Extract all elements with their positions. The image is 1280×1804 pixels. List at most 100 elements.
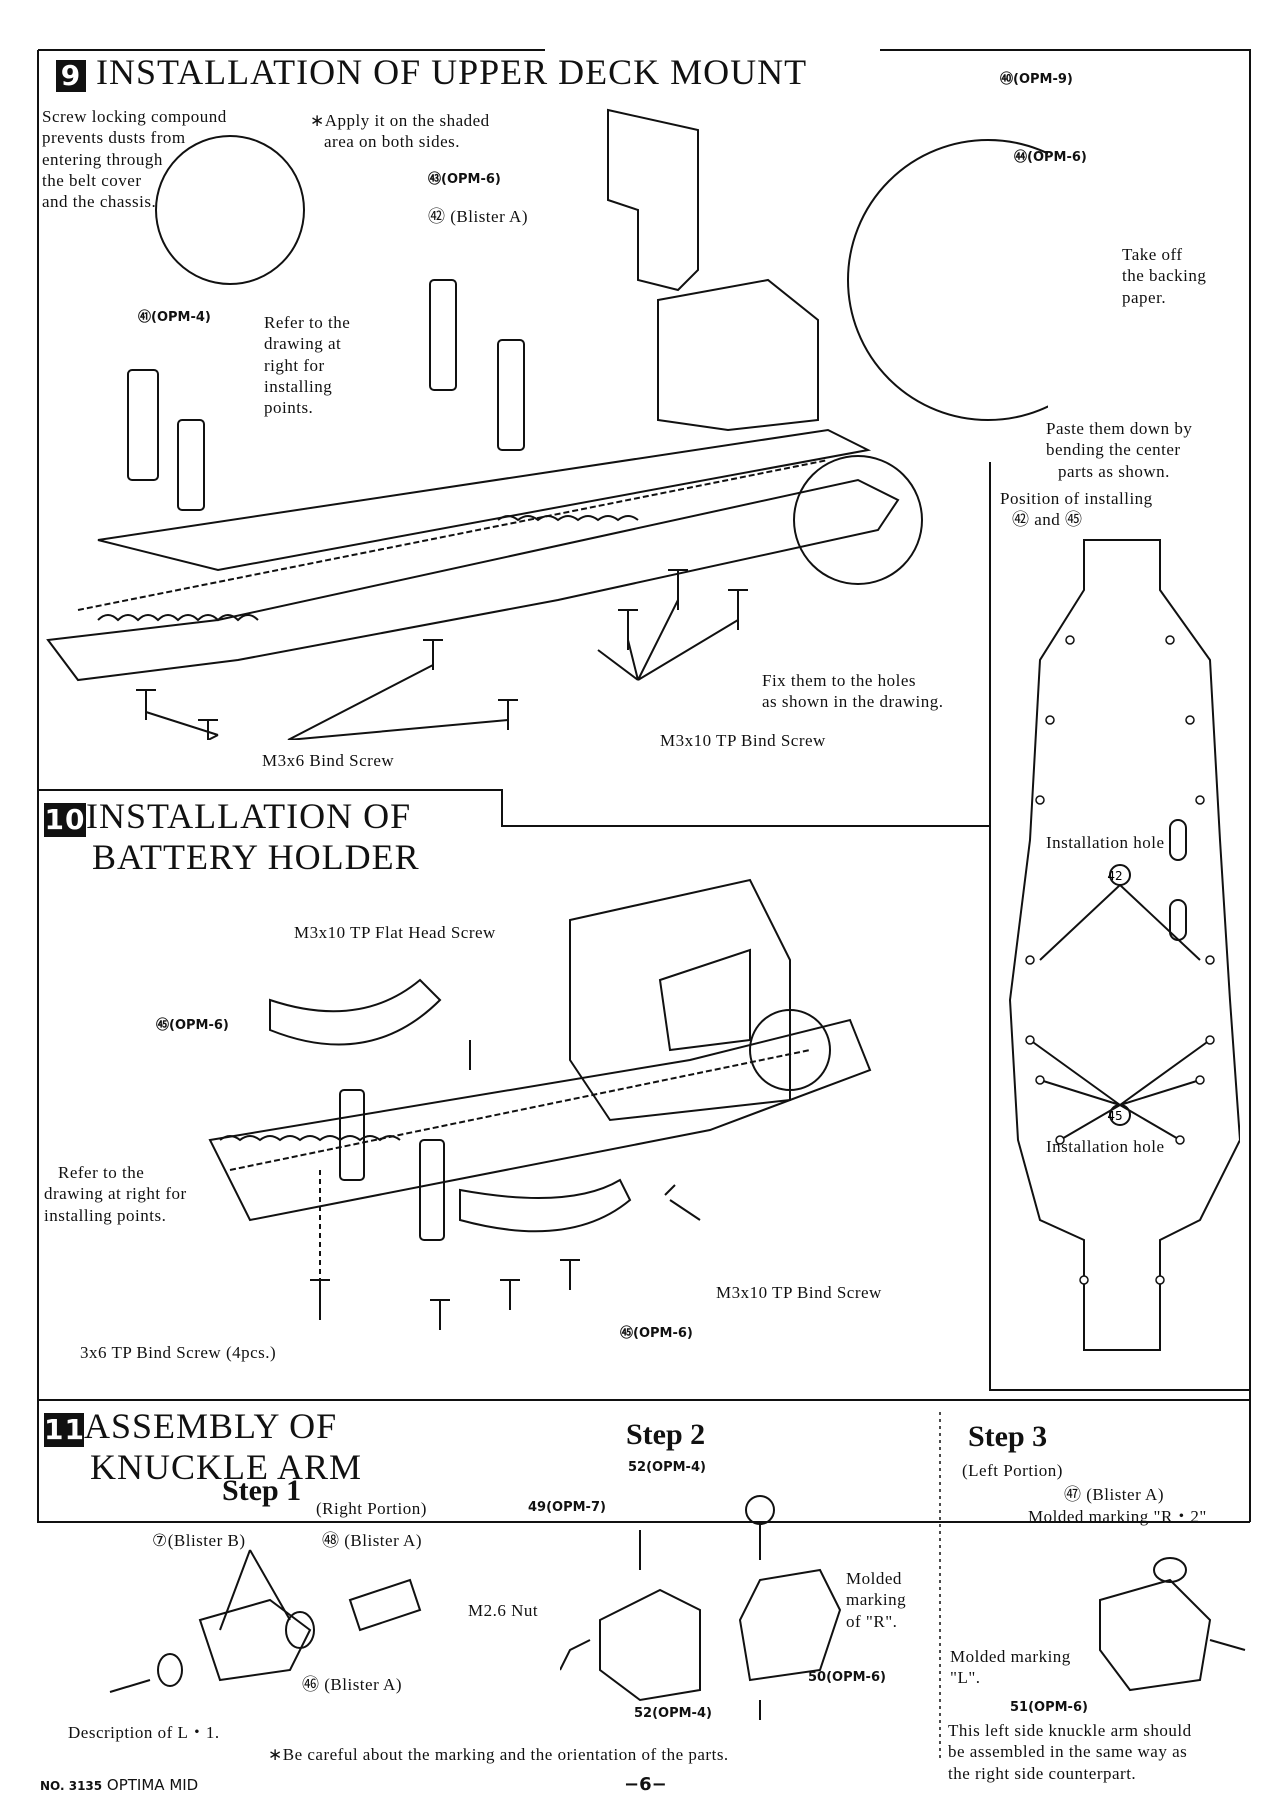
refer-note-9: Refer to the drawing at right for instal… — [264, 312, 350, 418]
left-side-note: This left side knuckle arm should be ass… — [948, 1720, 1192, 1784]
part-47-label: ㊼ (Blister A) — [1064, 1485, 1164, 1504]
section-11-title-line1: ASSEMBLY OF — [84, 1406, 338, 1446]
left-note-line: This left side knuckle arm should — [948, 1721, 1192, 1740]
part-44-label: ㊹(OPM-6) — [1014, 150, 1087, 165]
refer-line: drawing at — [264, 334, 342, 354]
compound-note-line: Screw locking compound — [42, 107, 227, 126]
careful-note: ∗Be careful about the marking and the or… — [268, 1745, 729, 1764]
fix-note: Fix them to the holes as shown in the dr… — [762, 670, 944, 713]
refer-line: drawing at right for — [44, 1184, 187, 1204]
left-portion-label: (Left Portion) — [962, 1461, 1063, 1480]
section-9-title: INSTALLATION OF UPPER DECK MOUNT — [96, 52, 808, 92]
chassis-mark-42: 42 — [1107, 869, 1122, 883]
step-1-illustration — [109, 1549, 422, 1693]
refer-note-10: Refer to the drawing at right for instal… — [44, 1162, 187, 1226]
chassis-mark-45: 45 — [1107, 1109, 1122, 1123]
footer-number: NO. 3135 — [40, 1779, 103, 1793]
part-45-label-b: ㊺(OPM-6) — [620, 1326, 693, 1341]
section-11-title-line2: KNUCKLE ARM — [90, 1447, 363, 1488]
right-portion-label: (Right Portion) — [316, 1499, 427, 1518]
apply-note: ∗Apply it on the shaded area on both sid… — [310, 110, 490, 153]
part-49-label: 49(OPM-7) — [528, 1500, 606, 1515]
installation-hole-42-label: Installation hole — [1046, 833, 1165, 852]
backing-line: the backing — [1122, 266, 1207, 286]
step-2-title: Step 2 — [626, 1418, 706, 1451]
apply-note-line: area on both sides. — [324, 132, 461, 152]
fix-line: Fix them to the holes — [762, 671, 917, 690]
battery-holder-illustration — [208, 878, 872, 1330]
compound-note-line: and the chassis. — [42, 192, 157, 211]
molded-line: Molded marking — [950, 1647, 1071, 1666]
part-46-label: ㊻ (Blister A) — [302, 1675, 402, 1694]
refer-line: Refer to the — [264, 313, 351, 332]
part-41-label: ㊶(OPM-4) — [138, 310, 211, 325]
position-note: Position of installing ㊷ and ㊺ — [1000, 488, 1153, 531]
position-line: Position of installing — [1000, 489, 1153, 508]
refer-line: points. — [264, 398, 314, 417]
paste-line: parts as shown. — [1058, 461, 1170, 481]
backing-note: Take off the backing paper. — [1122, 244, 1206, 308]
footer: NO. 3135 OPTIMA MID — [40, 1776, 198, 1794]
description-note: Description of L・1. — [68, 1723, 220, 1742]
upper-deck-mount-illustration — [46, 108, 1048, 740]
part-7-label: ⑦(Blister B) — [152, 1531, 246, 1550]
refer-line: installing points. — [44, 1205, 167, 1225]
compound-note-line: the belt cover — [42, 170, 142, 190]
part-42-label: ㊷ (Blister A) — [428, 207, 528, 226]
page-number: −6− — [624, 1774, 667, 1795]
left-note-line: the right side counterpart. — [948, 1763, 1137, 1783]
section-11-heading: 11ASSEMBLY OF KNUCKLE ARM — [44, 1406, 362, 1489]
paste-line: Paste them down by — [1046, 419, 1193, 438]
molded-r-note: Molded marking of "R". — [846, 1568, 906, 1632]
section-10-number: 10 — [44, 802, 86, 837]
refer-line: right for — [264, 355, 325, 375]
part-52-label-a: 52(OPM-4) — [628, 1460, 706, 1475]
m26-nut-label: M2.6 Nut — [468, 1601, 539, 1620]
compound-note-line: prevents dusts from — [42, 128, 186, 148]
flat-head-screw-label: M3x10 TP Flat Head Screw — [294, 923, 496, 942]
section-10-heading: 10INSTALLATION OF BATTERY HOLDER — [44, 796, 420, 879]
m3x10-bind-label: M3x10 TP Bind Screw — [660, 731, 826, 750]
compound-note-line: entering through — [42, 149, 163, 169]
chassis-plate-drawing: 42 45 — [1008, 539, 1240, 1351]
part-43-label: ㊸(OPM-6) — [428, 172, 501, 187]
molded-r2-label: Molded marking "R・2" — [1028, 1507, 1207, 1526]
apply-note-line: ∗Apply it on the shaded — [310, 111, 490, 130]
left-note-line: be assembled in the same way as — [948, 1742, 1188, 1762]
section-11-number: 11 — [44, 1412, 85, 1447]
backing-line: paper. — [1122, 287, 1167, 307]
installation-hole-45-label: Installation hole — [1046, 1137, 1165, 1156]
part-52-label-b: 52(OPM-4) — [634, 1706, 712, 1721]
part-40-label: ㊵(OPM-9) — [1000, 72, 1073, 87]
section-10-title-line1: INSTALLATION OF — [86, 796, 412, 836]
part-45-label-a: ㊺(OPM-6) — [156, 1018, 229, 1033]
molded-line: marking — [846, 1590, 907, 1610]
refer-line: installing — [264, 376, 333, 396]
tp-bind-screw-label: 3x6 TP Bind Screw (4pcs.) — [80, 1343, 277, 1362]
molded-line: "L". — [950, 1668, 981, 1688]
molded-l-note: Molded marking "L". — [950, 1646, 1071, 1689]
step-1-title: Step 1 — [222, 1474, 302, 1507]
step-3-illustration — [1099, 1557, 1246, 1692]
m3x10-bind-label-10: M3x10 TP Bind Screw — [716, 1283, 882, 1302]
refer-line: Refer to the — [58, 1163, 145, 1182]
paste-line: bending the center — [1046, 440, 1181, 460]
paste-note: Paste them down by bending the center pa… — [1046, 418, 1192, 482]
molded-line: Molded — [846, 1569, 902, 1588]
step-3-title: Step 3 — [968, 1420, 1048, 1453]
step-2-illustration — [560, 1495, 842, 1720]
part-48-label: ㊽ (Blister A) — [322, 1531, 422, 1550]
m3x6-bind-label: M3x6 Bind Screw — [262, 751, 395, 770]
compound-note: Screw locking compound prevents dusts fr… — [42, 106, 227, 212]
part-51-label: 51(OPM-6) — [1010, 1700, 1088, 1715]
section-9-number: 9 — [56, 59, 86, 92]
part-50-label: 50(OPM-6) — [808, 1670, 886, 1685]
backing-line: Take off — [1122, 245, 1183, 264]
section-10-title-line2: BATTERY HOLDER — [92, 837, 420, 878]
footer-model: OPTIMA MID — [106, 1776, 199, 1794]
fix-line: as shown in the drawing. — [762, 692, 944, 712]
molded-line: of "R". — [846, 1611, 898, 1631]
position-line: ㊷ and ㊺ — [1012, 510, 1083, 530]
